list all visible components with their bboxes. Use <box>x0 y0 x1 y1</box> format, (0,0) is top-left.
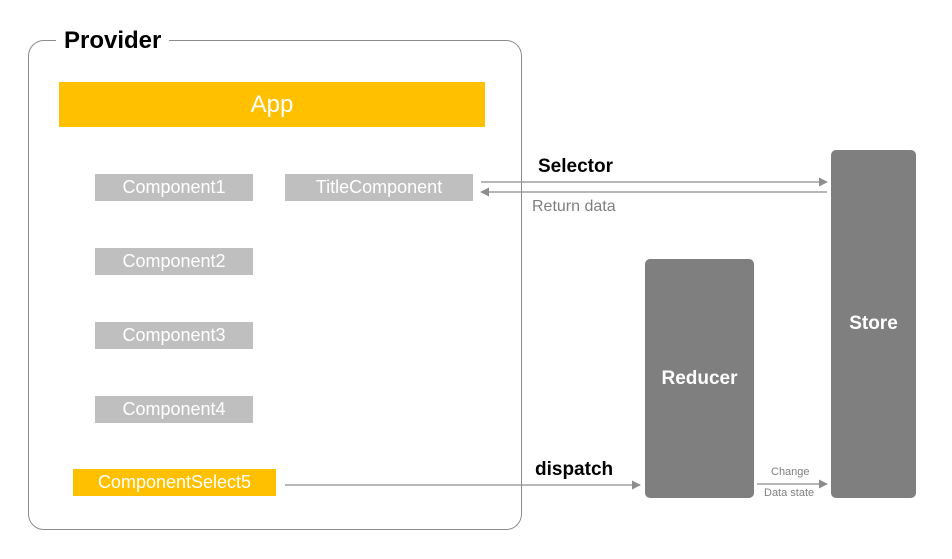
provider-container <box>28 40 522 530</box>
data-state-label: Data state <box>764 487 815 499</box>
component-select5-node: ComponentSelect5 <box>73 469 276 496</box>
store-node: Store <box>831 150 916 498</box>
title-component-node: TitleComponent <box>285 174 473 201</box>
component2-node: Component2 <box>95 248 253 275</box>
change-label: Change <box>771 466 810 478</box>
selector-label: Selector <box>538 156 613 177</box>
component4-node: Component4 <box>95 396 253 423</box>
dispatch-label: dispatch <box>535 459 614 480</box>
return-data-label: Return data <box>532 198 616 215</box>
component1-node: Component1 <box>95 174 253 201</box>
provider-title: Provider <box>56 24 170 58</box>
component3-node: Component3 <box>95 322 253 349</box>
reducer-node: Reducer <box>645 259 754 498</box>
app-node: App <box>59 82 485 127</box>
